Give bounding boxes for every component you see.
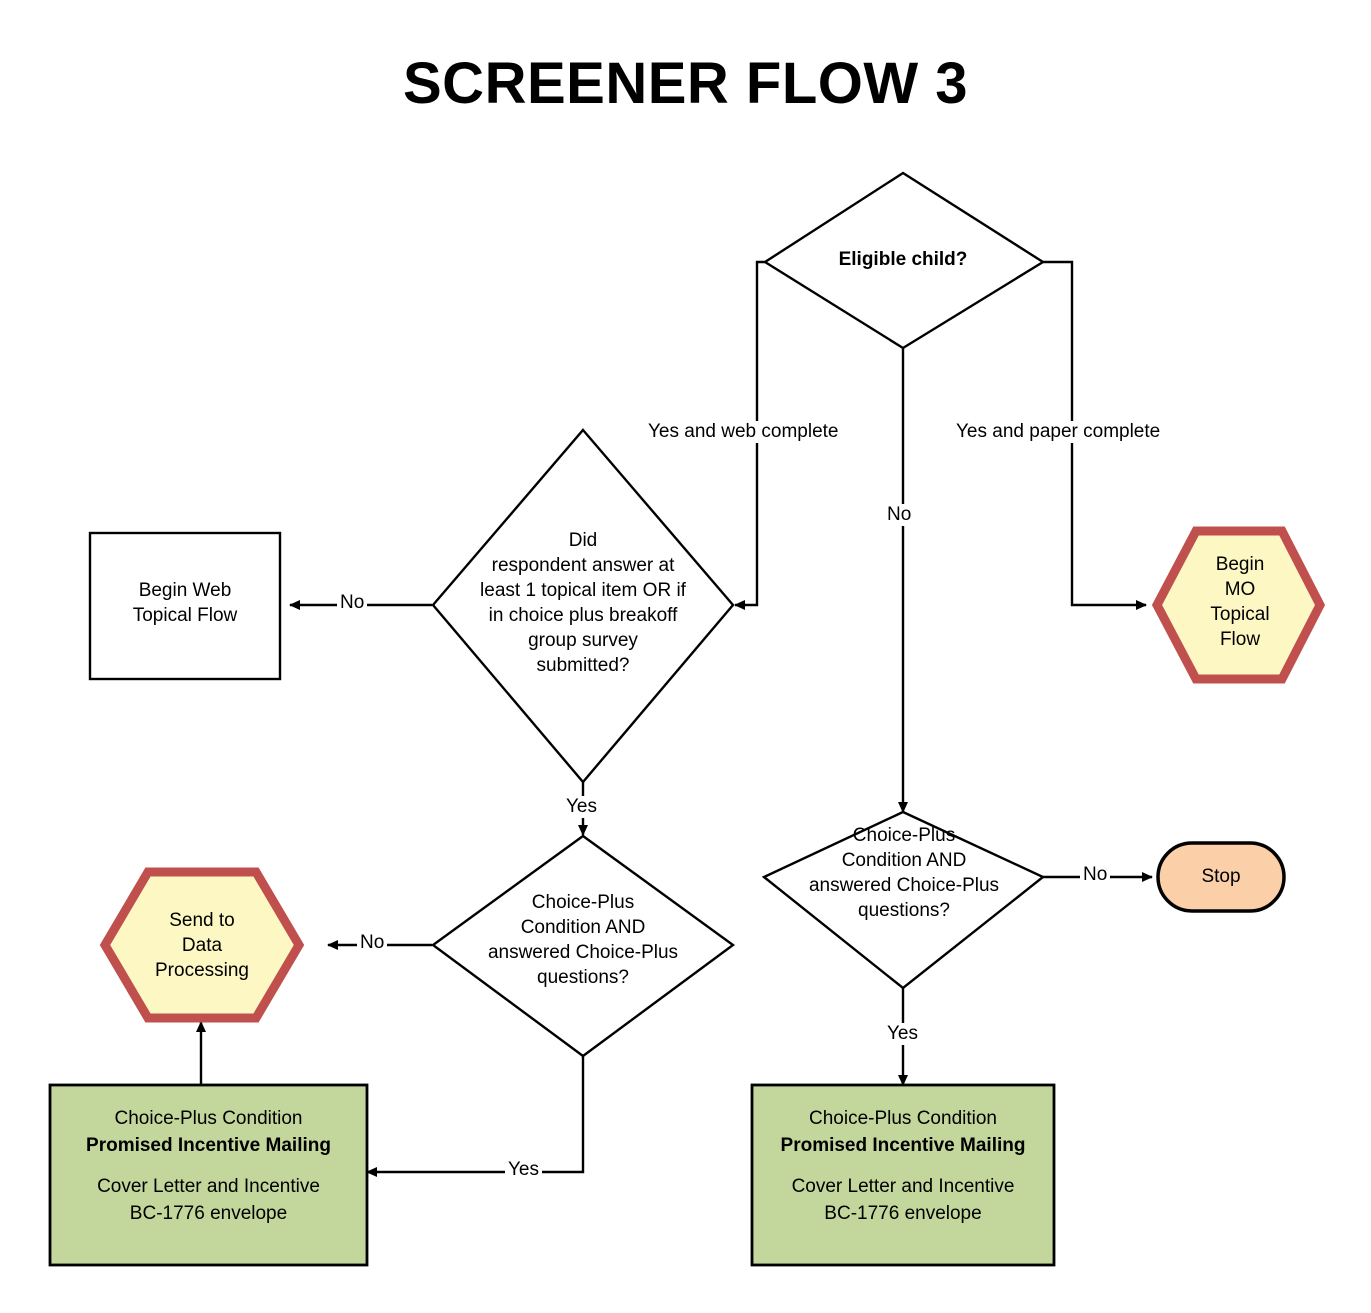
mailing-right-spacer bbox=[752, 1159, 1054, 1173]
edge-label-choice-plus-left-no: No bbox=[357, 932, 388, 954]
mailing-right-line4: BC-1776 envelope bbox=[824, 1203, 982, 1224]
mailing-left-line3: Cover Letter and Incentive bbox=[97, 1176, 320, 1197]
edge-label-yes-and-web-complete: Yes and web complete bbox=[645, 421, 842, 443]
node-choice-plus-right[interactable] bbox=[761, 810, 1046, 990]
edge-label-did-respondent-yes: Yes bbox=[563, 796, 600, 818]
node-did-respondent[interactable] bbox=[431, 428, 735, 784]
edge-label-yes-and-paper-complete: Yes and paper complete bbox=[953, 421, 1164, 443]
node-mailing-left[interactable] bbox=[48, 1083, 369, 1267]
node-mailing-right-text: Choice-Plus Condition Promised Incentive… bbox=[752, 1105, 1054, 1227]
edge-label-choice-plus-right-no: No bbox=[1080, 864, 1111, 886]
node-send-to-data-processing[interactable] bbox=[99, 867, 305, 1023]
mailing-left-spacer bbox=[50, 1159, 367, 1173]
node-stop[interactable] bbox=[1156, 841, 1286, 913]
node-eligible-child[interactable] bbox=[762, 171, 1046, 350]
node-begin-web-topical-flow[interactable] bbox=[88, 531, 282, 681]
node-choice-plus-left[interactable] bbox=[430, 834, 736, 1058]
edge-label-choice-plus-left-yes: Yes bbox=[505, 1159, 542, 1181]
node-begin-mo-topical-flow[interactable] bbox=[1151, 526, 1326, 684]
mailing-right-line2: Promised Incentive Mailing bbox=[780, 1135, 1026, 1156]
mailing-left-line2: Promised Incentive Mailing bbox=[86, 1135, 331, 1156]
connector-group bbox=[196, 260, 1153, 1177]
mailing-left-line1: Choice-Plus Condition bbox=[114, 1108, 303, 1129]
mailing-right-line1: Choice-Plus Condition bbox=[809, 1108, 997, 1129]
mailing-right-line3: Cover Letter and Incentive bbox=[791, 1176, 1015, 1197]
node-mailing-right[interactable] bbox=[750, 1083, 1056, 1267]
edge-label-did-respondent-no: No bbox=[337, 592, 368, 614]
page-title: SCREENER FLOW 3 bbox=[403, 51, 968, 116]
edge-label-choice-plus-right-yes: Yes bbox=[884, 1023, 921, 1045]
edge-choice-plus-left-yes-to-mailing-left bbox=[366, 1055, 585, 1177]
mailing-left-line4: BC-1776 envelope bbox=[129, 1203, 288, 1224]
edge-label-eligible-no: No bbox=[884, 504, 915, 526]
node-mailing-left-text: Choice-Plus Condition Promised Incentive… bbox=[50, 1105, 367, 1227]
